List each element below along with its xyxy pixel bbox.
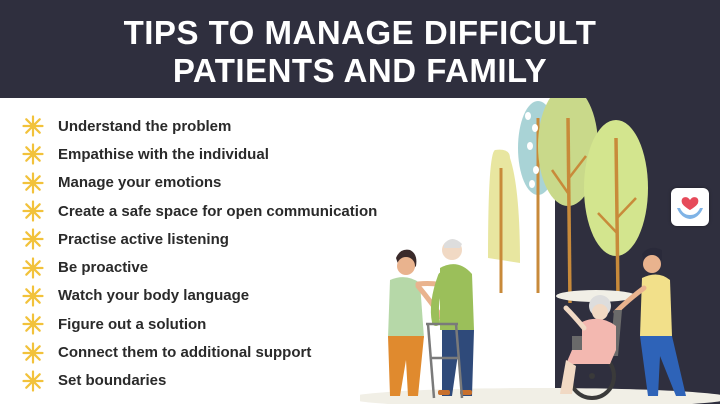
list-item: Set boundaries	[22, 367, 377, 395]
sun-burst-icon	[22, 228, 44, 250]
sun-burst-icon	[22, 313, 44, 335]
title-line-1: TIPS TO MANAGE DIFFICULT	[123, 14, 597, 51]
list-item: Practise active listening	[22, 225, 377, 253]
tip-label: Be proactive	[58, 259, 149, 277]
tip-label: Connect them to additional support	[58, 344, 312, 362]
male-caregiver	[613, 247, 686, 396]
sun-burst-icon	[22, 285, 44, 307]
list-item: Empathise with the individual	[22, 140, 377, 168]
title-line-2: PATIENTS AND FAMILY	[172, 52, 548, 89]
tree-tall	[538, 98, 598, 304]
elderly-man	[430, 239, 474, 396]
list-item: Figure out a solution	[22, 310, 377, 338]
tip-label: Practise active listening	[58, 230, 229, 248]
list-item: Be proactive	[22, 253, 377, 281]
tip-label: Set boundaries	[58, 372, 167, 390]
walker	[426, 322, 464, 399]
page-title: TIPS TO MANAGE DIFFICULT PATIENTS AND FA…	[0, 14, 720, 90]
tips-list: Understand the problem Empathise with th…	[22, 112, 377, 395]
tip-label: Create a safe space for open communicati…	[58, 202, 378, 220]
sun-burst-icon	[22, 143, 44, 165]
sun-burst-icon	[22, 200, 44, 222]
header-banner: TIPS TO MANAGE DIFFICULT PATIENTS AND FA…	[0, 0, 720, 100]
caregiving-illustration	[360, 98, 720, 404]
tree-left	[488, 149, 520, 293]
list-item: Create a safe space for open communicati…	[22, 197, 377, 225]
caring-hands-heart-icon	[677, 197, 703, 219]
list-item: Manage your emotions	[22, 169, 377, 197]
sun-burst-icon	[22, 370, 44, 392]
tree-right	[584, 120, 648, 299]
tip-label: Empathise with the individual	[58, 145, 269, 163]
list-item: Watch your body language	[22, 282, 377, 310]
elderly-woman	[560, 295, 616, 394]
tip-label: Manage your emotions	[58, 174, 222, 192]
care-badge	[671, 188, 709, 226]
sun-burst-icon	[22, 342, 44, 364]
sun-burst-icon	[22, 257, 44, 279]
sun-burst-icon	[22, 115, 44, 137]
tip-label: Watch your body language	[58, 287, 250, 305]
list-item: Connect them to additional support	[22, 338, 377, 366]
tip-label: Understand the problem	[58, 117, 232, 135]
female-caregiver	[388, 249, 453, 396]
sun-burst-icon	[22, 172, 44, 194]
tip-label: Figure out a solution	[58, 315, 207, 333]
list-item: Understand the problem	[22, 112, 377, 140]
